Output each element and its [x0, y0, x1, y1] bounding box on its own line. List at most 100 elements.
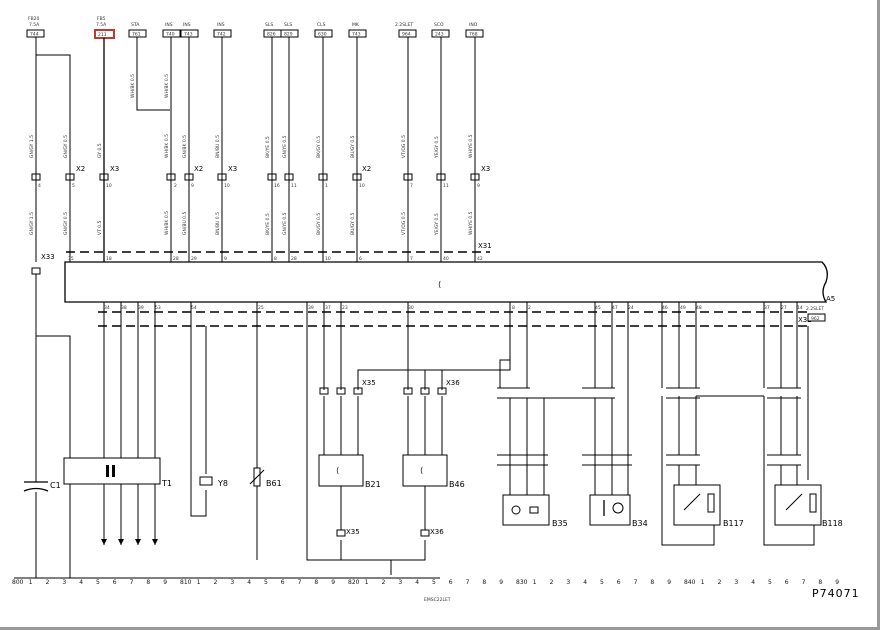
wire-code: GN/GY 1.5: [29, 212, 35, 235]
terminal-number: 742: [217, 32, 226, 38]
grid-number: 4: [583, 579, 587, 586]
wire-code: GN/YE 0.5: [282, 212, 288, 235]
connector-label: X32: [798, 316, 812, 324]
ecu-symbol: ⟨: [336, 466, 339, 475]
grid-number: 5: [96, 579, 100, 586]
pin-number: 39: [308, 305, 314, 311]
grid-number: 3: [566, 579, 570, 586]
terminal-number: 211: [98, 32, 107, 38]
pin-number: 1: [325, 183, 328, 189]
pin-number: 29: [191, 256, 197, 262]
component-label: A5: [826, 295, 835, 303]
grid-number: 820: [348, 579, 360, 586]
grid-number: 2: [382, 579, 386, 586]
b118-sensor: B118: [774, 465, 843, 528]
wire-code: WH/BK 0.5: [130, 74, 136, 98]
grid-number: 1: [701, 579, 705, 586]
terminal-number: 761: [132, 32, 141, 38]
pin-number: 47: [612, 305, 618, 311]
pin-number: 9: [191, 183, 194, 189]
pin-number: 53: [155, 305, 161, 311]
grid-number: 9: [667, 579, 671, 586]
connector-label: X2: [76, 165, 85, 173]
pin-number: 10: [325, 256, 331, 262]
grid-number: 2: [718, 579, 722, 586]
grid-number: 1: [29, 579, 33, 586]
wire-code: YE/GY 0.5: [434, 213, 440, 236]
wire-code: VT 0.5: [97, 220, 103, 235]
fuse-label: INO: [469, 22, 478, 28]
fuse-label: FB20: [28, 16, 40, 22]
fuse-label: STA: [131, 22, 140, 28]
top-wires: [35, 37, 476, 262]
connector-label: X2: [194, 165, 203, 173]
grid-number: 2: [550, 579, 554, 586]
grid-number: 7: [634, 579, 638, 586]
pin-number: 30: [408, 305, 414, 311]
pin-number: 16: [274, 183, 280, 189]
wire-code: GN/BU 0.5: [182, 212, 188, 235]
connector-row: X2 X3 X2 X3 X2 X3 4 5 10 2 9 10 16 11 1 …: [31, 165, 490, 189]
wire-code: GN/GY 0.5: [63, 212, 69, 235]
pin-number: 9: [224, 256, 227, 262]
terminal-number: 829: [284, 32, 293, 38]
fuse-label: INS: [183, 22, 191, 28]
connector-label: X36: [446, 379, 460, 387]
wire-code: WH/BK 0.5: [164, 134, 170, 158]
fuse-sub-label: 7.5A: [96, 22, 107, 28]
connector-label: X31: [478, 242, 492, 250]
side-terminal-label: 2.2SLET: [806, 306, 824, 312]
b46-sensor: ⟨ B46: [402, 454, 465, 489]
component-label: C1: [50, 481, 61, 490]
component-label: B46: [449, 480, 465, 489]
grid-number: 2: [46, 579, 50, 586]
fuse-label: SCO: [434, 22, 444, 28]
grid-number: 4: [79, 579, 83, 586]
wire-code: GN/BK 0.5: [182, 135, 188, 158]
component-label: B21: [365, 480, 381, 489]
pin-number: 28: [291, 256, 297, 262]
pin-number: 11: [291, 183, 297, 189]
grid-number: 3: [734, 579, 738, 586]
wire-code: WH/BK 0.5: [164, 211, 170, 235]
fuse-sub-label: 7.5A: [29, 22, 40, 28]
fuse-label: INS: [217, 22, 225, 28]
terminal-number: 768: [469, 32, 478, 38]
a5-top-pins: 35 18 28 29 9 8 28 10 6 7 40 42: [68, 256, 483, 262]
fuse-label: 2.2SLET: [395, 22, 413, 28]
b21-sensor: ⟨ B21: [318, 454, 381, 489]
wire-code: BU/GY 0.5: [350, 212, 356, 235]
pin-number: 49: [680, 305, 686, 311]
wire-code: WH/BK 0.5: [164, 74, 170, 98]
side-terminal-box: [807, 313, 826, 322]
component-label: T1: [161, 479, 172, 488]
connector-label: X35: [362, 379, 376, 387]
wire-code: BN/BU 0.5: [215, 135, 221, 158]
fuse-label: CLS: [317, 22, 326, 28]
wire-code: GN/YE 0.5: [282, 135, 288, 158]
pin-number: 45: [595, 305, 601, 311]
ecu-symbol: ⟨: [438, 280, 441, 289]
grid-number: 810: [180, 579, 192, 586]
connector-label: X36: [430, 528, 444, 536]
fuse-label: SLS: [265, 22, 273, 28]
pin-number: 8: [274, 256, 277, 262]
pin-number: 7: [410, 256, 413, 262]
fuse-label: INS: [165, 22, 173, 28]
grid-number: 9: [499, 579, 503, 586]
terminal-number: 740: [166, 32, 175, 38]
grid-number: 8: [314, 579, 318, 586]
grid-number: 5: [432, 579, 436, 586]
pin-number: 28: [173, 256, 179, 262]
component-label: Y8: [217, 479, 228, 488]
top-wire-codes: GN/GY 1.5 GN/GY 0.5 GY 0.5 WH/BK 0.5 WH/…: [29, 74, 474, 159]
wire-code: GY 0.5: [97, 143, 103, 158]
grid-number: 4: [751, 579, 755, 586]
pin-number: 10: [359, 183, 365, 189]
component-label: B35: [552, 519, 568, 528]
grid-number: 7: [130, 579, 134, 586]
a5-control-unit: [64, 261, 828, 303]
grid-number: 3: [398, 579, 402, 586]
grid-number: 6: [449, 579, 453, 586]
component-label: B118: [822, 519, 843, 528]
